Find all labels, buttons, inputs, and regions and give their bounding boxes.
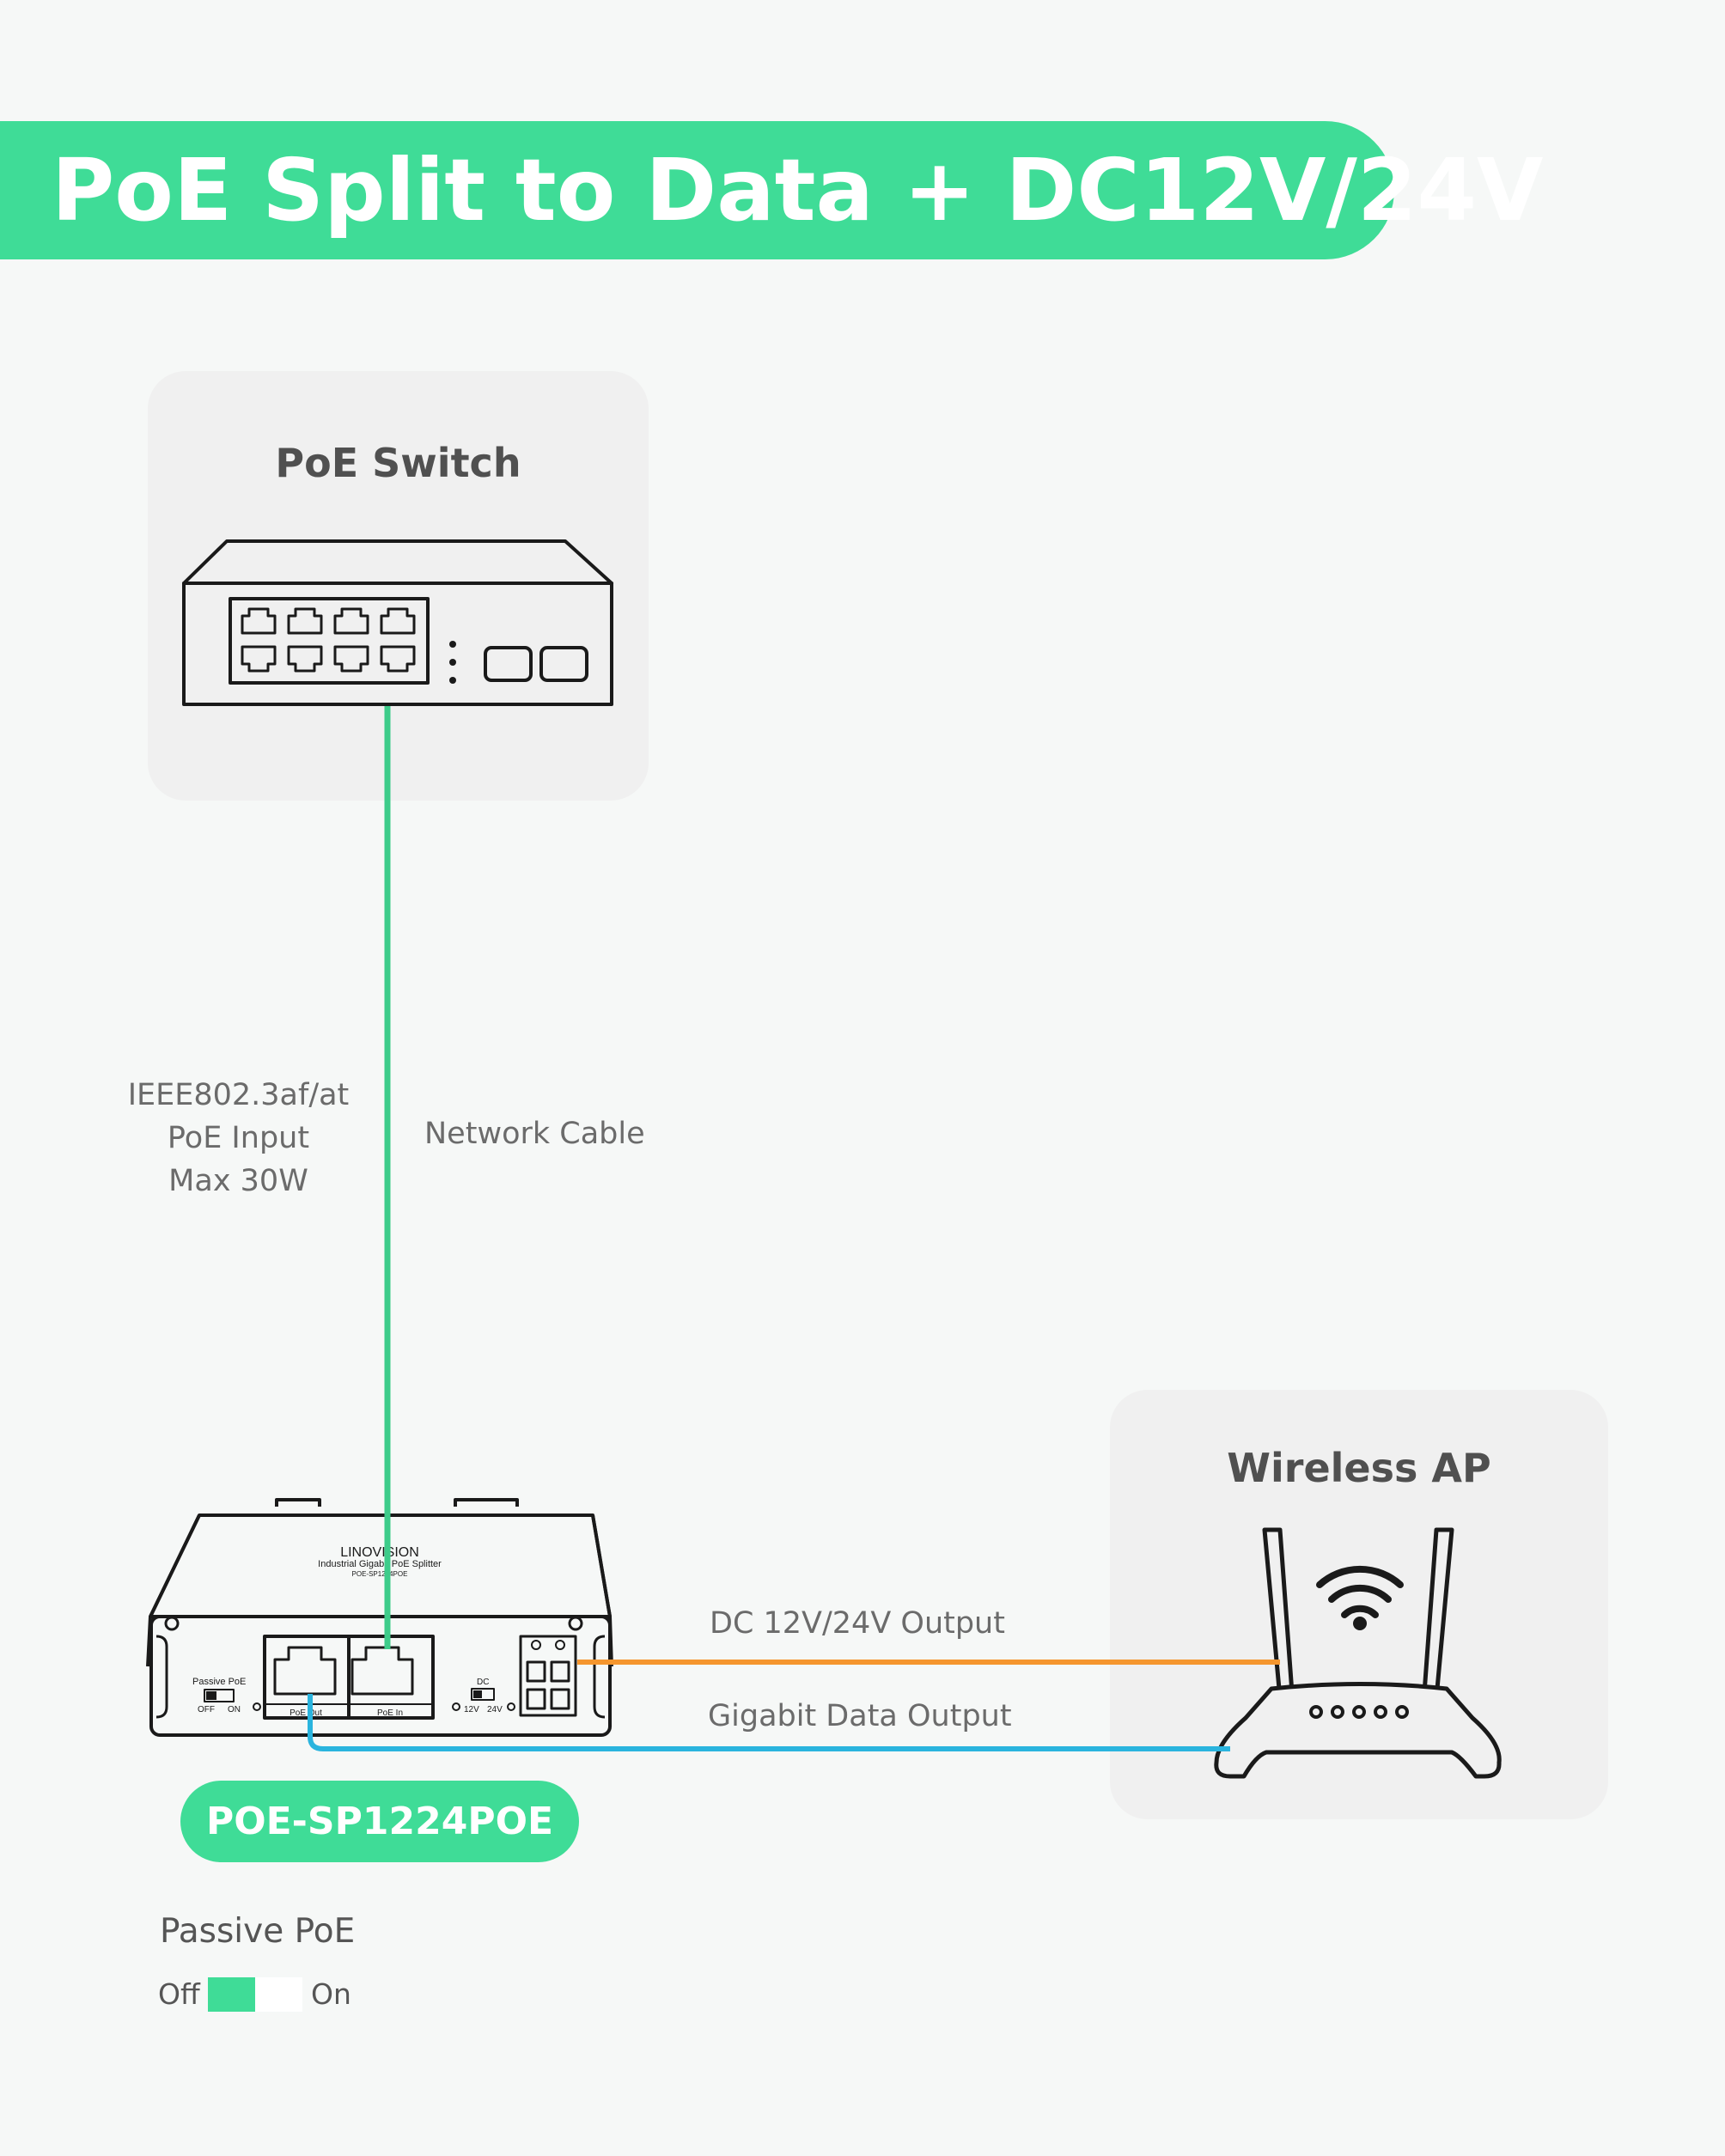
dc-output-label: DC 12V/24V Output: [710, 1606, 1005, 1641]
passive-poe-off-label: Off: [158, 1977, 200, 2011]
poe-splitter-icon: [146, 1498, 613, 1737]
passive-poe-toggle: [208, 1977, 302, 2012]
poe-switch-icon: [182, 539, 613, 706]
wireless-ap-title: Wireless AP: [1227, 1445, 1491, 1491]
splitter-port-out-label: PoE Out: [290, 1708, 322, 1718]
page-title: PoE Split to Data + DC12V/24V: [52, 140, 1544, 241]
poe-switch-title: PoE Switch: [275, 440, 521, 486]
poe-input-standard: IEEE802.3af/at: [127, 1078, 350, 1112]
poe-input-spec: IEEE802.3af/at PoE Input Max 30W: [103, 1074, 374, 1203]
poe-input-label: PoE Input: [167, 1121, 310, 1155]
passive-poe-toggle-knob: [208, 1977, 255, 2012]
splitter-brand: LINOVISION: [340, 1545, 419, 1560]
splitter-off-label: OFF: [198, 1705, 215, 1714]
switch-port-grid: [241, 607, 416, 673]
splitter-subtitle: Industrial Gigabit PoE Splitter: [318, 1559, 442, 1569]
header-banner: PoE Split to Data + DC12V/24V: [0, 121, 1543, 259]
splitter-on-label: ON: [228, 1705, 241, 1714]
splitter-port-in-label: PoE In: [377, 1708, 403, 1718]
ap-led-row: [1309, 1705, 1409, 1719]
splitter-passive-label: Passive PoE: [192, 1677, 246, 1687]
passive-poe-on-label: On: [311, 1977, 351, 2011]
splitter-model-print: POE-SP1224POE: [352, 1570, 408, 1578]
splitter-dc-label: DC: [477, 1678, 489, 1687]
data-output-line: [308, 1694, 1230, 1751]
network-cable-label: Network Cable: [424, 1117, 645, 1151]
poe-input-max: Max 30W: [168, 1164, 308, 1198]
wifi-icon: [1316, 1565, 1404, 1618]
passive-poe-title: Passive PoE: [160, 1912, 356, 1951]
data-output-label: Gigabit Data Output: [708, 1699, 1012, 1733]
splitter-12v-label: 12V: [464, 1705, 479, 1714]
wireless-ap-icon: [1214, 1527, 1502, 1779]
model-badge: POE-SP1224POE: [180, 1781, 579, 1862]
splitter-24v-label: 24V: [487, 1705, 503, 1714]
